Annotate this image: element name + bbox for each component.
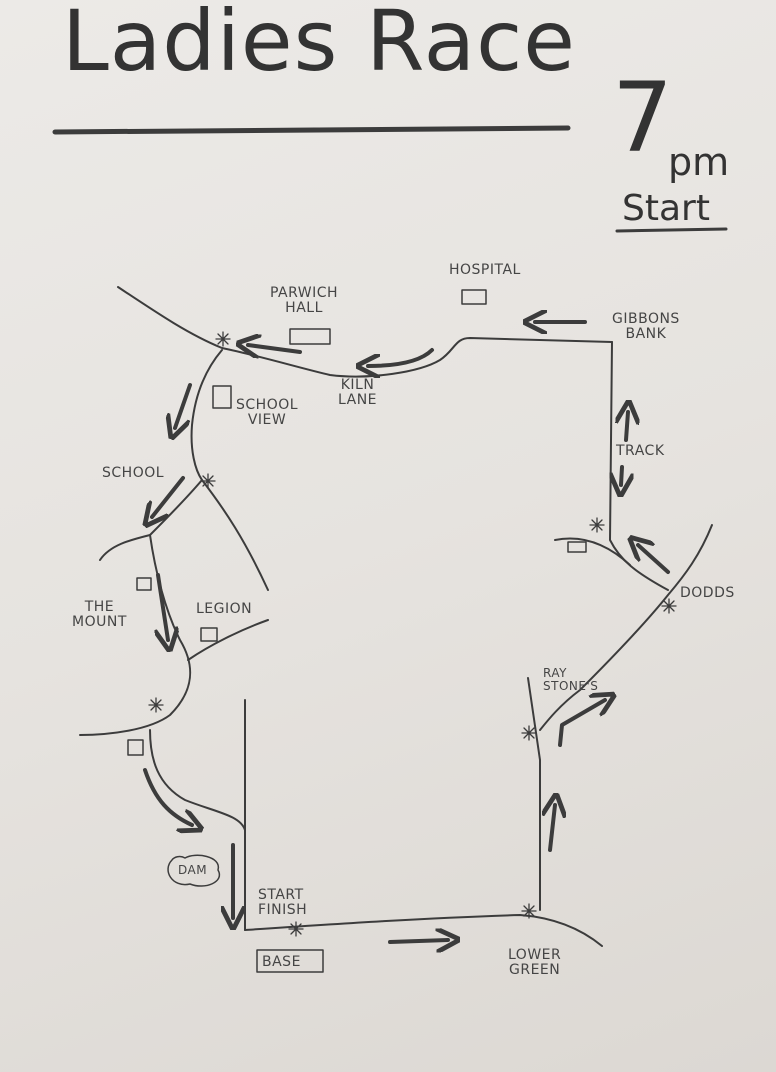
asterisk-icon xyxy=(288,921,304,937)
poster-title: Ladies Race xyxy=(62,0,576,90)
legion-building xyxy=(200,627,218,642)
label-dodds: DODDS xyxy=(680,585,735,601)
road-legion xyxy=(187,619,269,661)
title-underline xyxy=(52,125,571,135)
track-dash xyxy=(621,465,622,485)
arrow-icon xyxy=(388,940,448,942)
label-legion: LEGION xyxy=(196,601,253,617)
asterisk-icon xyxy=(215,331,231,347)
asterisk-icon xyxy=(521,725,537,741)
arrow-icon xyxy=(558,700,605,747)
arrow-icon xyxy=(550,805,555,852)
label-dam: DAM xyxy=(178,863,208,877)
title-underlines xyxy=(52,125,728,233)
building xyxy=(127,739,144,756)
asterisk-icon xyxy=(589,517,605,533)
label-track: TRACK xyxy=(616,443,665,459)
start-hour: 7 xyxy=(612,62,674,174)
arrow-icon xyxy=(158,573,168,640)
label-parwich-hall: PARWICH HALL xyxy=(270,285,339,316)
label-hospital: HOSPITAL xyxy=(449,262,521,278)
arrow-icon xyxy=(143,768,192,825)
hospital-building xyxy=(461,289,487,305)
road-ray-stones xyxy=(527,677,541,911)
label-base: BASE xyxy=(262,954,301,970)
route-arrows xyxy=(143,322,670,942)
arrow-icon xyxy=(175,383,192,428)
marshal-points xyxy=(148,331,677,937)
label-school: SCHOOL xyxy=(102,465,165,481)
road-lower-green xyxy=(244,914,603,947)
roads xyxy=(79,286,713,947)
arrow-icon xyxy=(368,348,434,366)
road-track xyxy=(609,341,669,591)
label-start-finish: START FINISH xyxy=(258,887,308,918)
start-pm: pm xyxy=(668,140,730,184)
road-school xyxy=(99,349,223,561)
school-view-building xyxy=(212,385,232,409)
road-kiln-lane xyxy=(117,286,613,378)
base-box xyxy=(256,949,324,973)
label-school-view: SCHOOL VIEW xyxy=(236,397,299,428)
buildings xyxy=(127,289,587,973)
parwich-hall-building xyxy=(289,328,331,345)
road-dam xyxy=(149,729,246,931)
start-label: Start xyxy=(622,188,710,229)
asterisk-icon xyxy=(200,473,216,489)
arrow-icon xyxy=(248,345,302,352)
label-lower-green: LOWER GREEN xyxy=(508,947,562,978)
the-mount-building xyxy=(136,577,152,591)
road-dodds-diagonal xyxy=(539,524,713,731)
label-kiln-lane: KILN LANE xyxy=(338,377,378,408)
dam-cloud xyxy=(167,854,221,887)
asterisk-icon xyxy=(521,903,537,919)
road-school-east xyxy=(201,479,269,591)
road-dodds-branch xyxy=(554,537,631,566)
dodds-building xyxy=(567,541,587,553)
arrow-icon xyxy=(626,412,628,442)
label-ray-stones: RAY STONE'S xyxy=(543,666,599,693)
asterisk-icon xyxy=(661,598,677,614)
asterisk-icon xyxy=(148,697,164,713)
arrow-icon xyxy=(638,545,670,574)
label-gibbons-bank: GIBBONS BANK xyxy=(612,311,680,342)
road-the-mount xyxy=(79,534,192,736)
arrow-icon xyxy=(152,476,185,517)
label-the-mount: THE MOUNT xyxy=(72,599,127,630)
start-underline xyxy=(615,227,728,233)
